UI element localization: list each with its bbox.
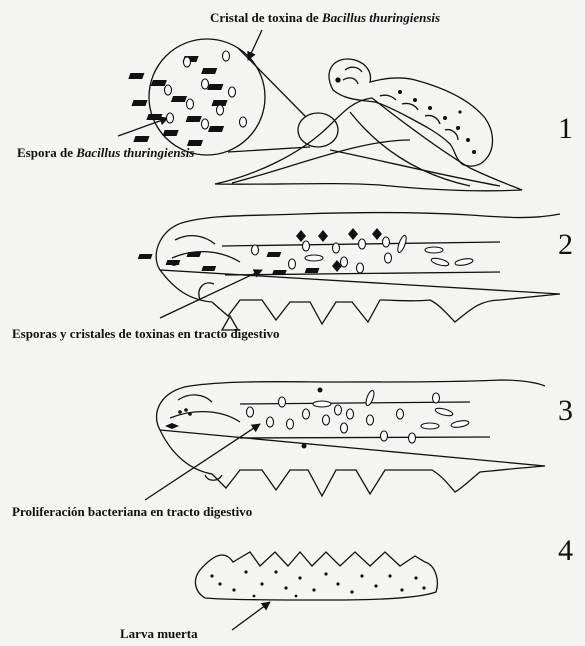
spores-stage2 [252, 235, 474, 273]
label-spore: Espora de Bacillus thuringiensis [17, 145, 194, 161]
dead-larva-dots [210, 570, 425, 597]
stage4-group [195, 552, 437, 600]
label-spore-prefix: Espora de [17, 145, 76, 160]
spores-stage1 [165, 51, 247, 129]
label-toxin-crystal: Cristal de toxina de Bacillus thuringien… [210, 10, 440, 26]
dead-larva [195, 552, 437, 600]
arrow-cristal [248, 30, 262, 60]
arrow-stage2 [160, 270, 262, 318]
bacteria-dots-stage3 [165, 388, 323, 449]
spores-stage3 [247, 389, 470, 443]
label-spore-species: Bacillus thuringiensis [76, 145, 194, 160]
caterpillar-stage1 [329, 59, 493, 166]
leaf-detail-circle [298, 113, 338, 147]
stage-number-3: 3 [558, 394, 573, 428]
stage-number-2: 2 [558, 228, 573, 262]
stage3-group [157, 380, 545, 496]
magnified-view-circle [149, 39, 265, 155]
caption-stage3: Proliferación bacteriana en tracto diges… [12, 504, 252, 520]
toxin-crystals-stage2 [138, 228, 382, 275]
label-toxin-crystal-prefix: Cristal de toxina de [210, 10, 322, 25]
caption-stage4: Larva muerta [120, 626, 198, 642]
toxin-crystals-stage1 [128, 56, 227, 146]
stage-number-1: 1 [558, 112, 573, 146]
stage1-group [149, 39, 522, 191]
caption-stage2: Esporas y cristales de toxinas en tracto… [12, 326, 280, 342]
label-toxin-crystal-species: Bacillus thuringiensis [322, 10, 440, 25]
arrow-espora [118, 118, 168, 136]
stage-number-4: 4 [558, 534, 573, 568]
arrow-stage4 [232, 602, 270, 630]
